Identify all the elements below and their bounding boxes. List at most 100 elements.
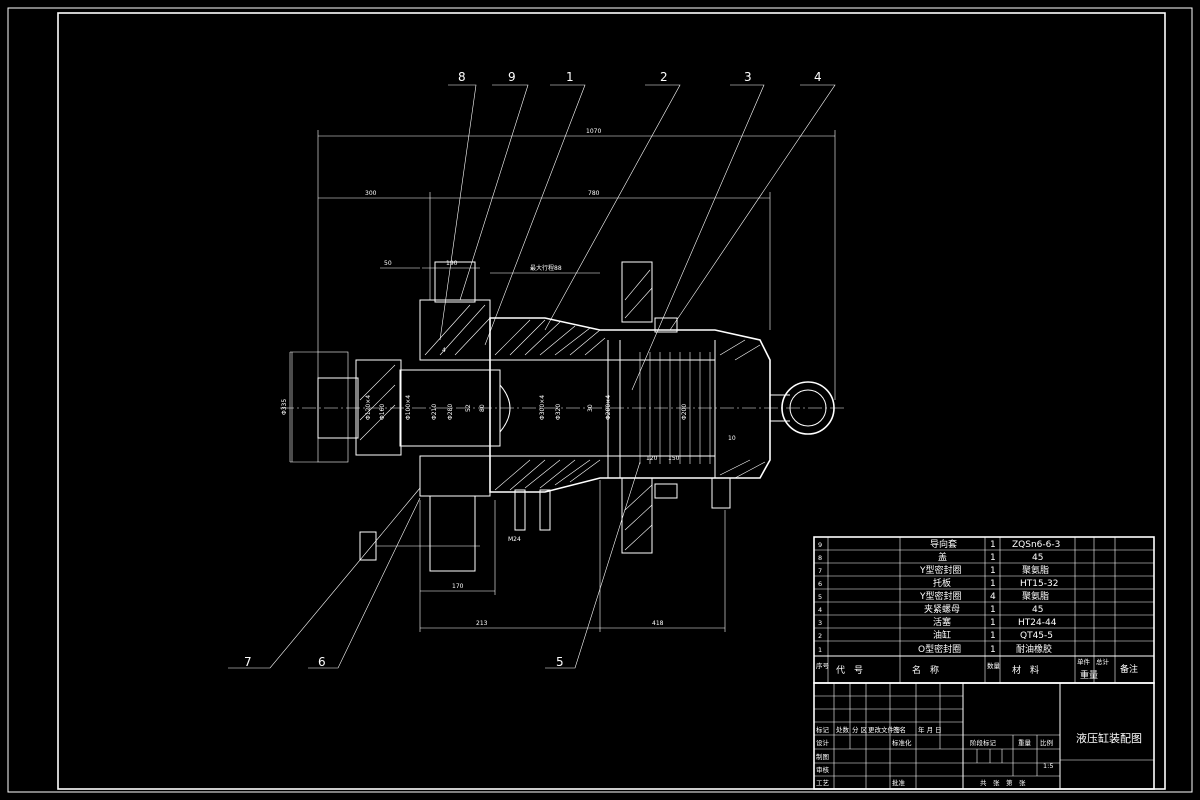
bolt-left	[359, 531, 377, 561]
inner-border	[57, 12, 1166, 790]
balloon-2: 2	[660, 70, 668, 84]
svg-text:活塞: 活塞	[933, 616, 951, 628]
piston-rod	[399, 369, 501, 447]
dim-m24: M24	[508, 536, 521, 543]
svg-text:1: 1	[818, 646, 822, 654]
dim-10: 10	[728, 435, 736, 442]
svg-text:HT24-44: HT24-44	[1018, 618, 1057, 628]
tb-drawn: 制图	[816, 752, 829, 761]
rod-eye	[781, 381, 835, 435]
piston-hatch	[607, 340, 711, 478]
svg-text:耐油橡胶: 耐油橡胶	[1016, 643, 1052, 655]
balloon-7: 7	[244, 655, 252, 669]
svg-text:聚氨脂: 聚氨脂	[1022, 564, 1049, 576]
bom-header-qty: 数量	[987, 661, 1001, 670]
svg-text:ZQSn6-6-3: ZQSn6-6-3	[1012, 540, 1060, 550]
svg-text:1: 1	[990, 553, 996, 563]
svg-text:45: 45	[1032, 553, 1043, 563]
bom-header-total: 总计	[1096, 657, 1110, 666]
tb-doc-no: 更改文件号	[868, 725, 901, 734]
dim-150: 150	[668, 455, 680, 462]
balloon-5: 5	[556, 655, 564, 669]
leader-lines	[228, 84, 836, 669]
svg-text:QT45-5: QT45-5	[1020, 631, 1053, 641]
bolt-right	[711, 477, 731, 509]
section-hatching	[359, 269, 766, 551]
tb-check: 审核	[816, 765, 830, 774]
bom-row: 5 Y型密封圈 4 聚氨脂	[818, 590, 1049, 602]
dim-dia-9: Φ200	[681, 404, 688, 420]
dim-dia-1: Φ120×4	[365, 395, 372, 420]
balloon-3: 3	[744, 70, 752, 84]
dim-overall-length: 1070	[586, 128, 601, 135]
svg-text:1: 1	[990, 631, 996, 641]
svg-text:1: 1	[990, 540, 996, 550]
dim-50: 50	[384, 260, 392, 267]
tb-design: 设计	[816, 738, 830, 747]
dim-170: 170	[452, 583, 464, 590]
dim-stroke-note: 最大行程88	[530, 264, 562, 272]
svg-text:O型密封圈: O型密封圈	[918, 643, 961, 655]
balloon-8: 8	[458, 70, 466, 84]
dim-80: 80	[479, 404, 486, 412]
dim-213: 213	[476, 620, 488, 627]
mount-plate-lower	[621, 477, 653, 554]
tb-count: 处数	[836, 725, 850, 734]
tb-date: 年 月 日	[918, 725, 942, 734]
svg-text:托板: 托板	[933, 577, 951, 589]
dim-dia-2: Φ160	[379, 404, 386, 420]
svg-text:5: 5	[818, 593, 822, 601]
svg-text:1: 1	[990, 618, 996, 628]
bom-row: 8 盖 1 45	[818, 551, 1043, 563]
tb-zone: 分 区	[852, 725, 868, 734]
dim-dia-5: Φ280	[447, 404, 454, 420]
bom-row: 9 导向套 1 ZQSn6-6-3	[818, 538, 1060, 550]
bom-header-no: 序号	[816, 661, 830, 670]
dim-4: 4	[442, 347, 446, 354]
title-block: 标记 处数 分 区 更改文件号 签名 年 月 日 设计 标准化 制图 审核 工艺…	[813, 682, 1155, 790]
svg-text:4: 4	[818, 606, 822, 614]
svg-text:3: 3	[818, 619, 822, 627]
bom-table: 9 导向套 1 ZQSn6-6-3 8 盖 1 45 7 Y型密封圈 1 聚氨脂…	[813, 536, 1155, 684]
dim-dia-3: Φ100×4	[405, 395, 412, 420]
tb-weight: 重量	[1018, 739, 1032, 747]
dim-dia-6: Φ300×4	[539, 395, 546, 420]
svg-text:HT15-32: HT15-32	[1020, 579, 1058, 589]
dim-dia-4: Φ210	[431, 404, 438, 420]
dim-120: 120	[646, 455, 658, 462]
bom-header-name: 名 称	[912, 664, 939, 676]
svg-text:9: 9	[818, 541, 822, 549]
tb-sheets: 共 张 第 张	[980, 778, 1026, 787]
bom-row: 3 活塞 1 HT24-44	[818, 616, 1057, 628]
bom-header-unit: 单件	[1077, 657, 1091, 666]
svg-text:聚氨脂: 聚氨脂	[1022, 590, 1049, 602]
cylinder-barrel	[489, 317, 771, 493]
bom-header-weight: 重量	[1080, 669, 1098, 681]
bom-row: 4 夹紧螺母 1 45	[818, 603, 1043, 615]
clamp-nut	[654, 317, 678, 333]
dim-dia-8: Φ200×4	[605, 395, 612, 420]
dim-main-length: 780	[588, 190, 600, 197]
tb-signature: 签名	[893, 725, 906, 734]
svg-text:8: 8	[818, 554, 822, 562]
svg-text:2: 2	[818, 632, 822, 640]
tb-approve: 批准	[892, 778, 906, 787]
cover-lower	[419, 455, 491, 497]
dim-190: 190	[446, 260, 458, 267]
tb-standardize: 标准化	[892, 738, 912, 747]
assembly-view: 1070 300 780 170 213 418 50 190 最大行程88 Φ…	[228, 70, 845, 669]
svg-text:45: 45	[1032, 605, 1043, 615]
tb-mark: 标记	[816, 725, 830, 734]
svg-text:1: 1	[990, 605, 996, 615]
dim-dia-7: Φ320	[555, 404, 562, 420]
balloon-9: 9	[508, 70, 516, 84]
dim-52: 52	[465, 404, 472, 412]
tb-scale: 比例	[1040, 738, 1053, 747]
dim-dia-left: Φ335	[281, 399, 288, 415]
bolt-mid	[514, 489, 526, 531]
svg-text:Y型密封圈: Y型密封圈	[919, 564, 962, 576]
dim-418: 418	[652, 620, 664, 627]
svg-text:4: 4	[990, 592, 996, 602]
support-plate	[429, 495, 476, 572]
